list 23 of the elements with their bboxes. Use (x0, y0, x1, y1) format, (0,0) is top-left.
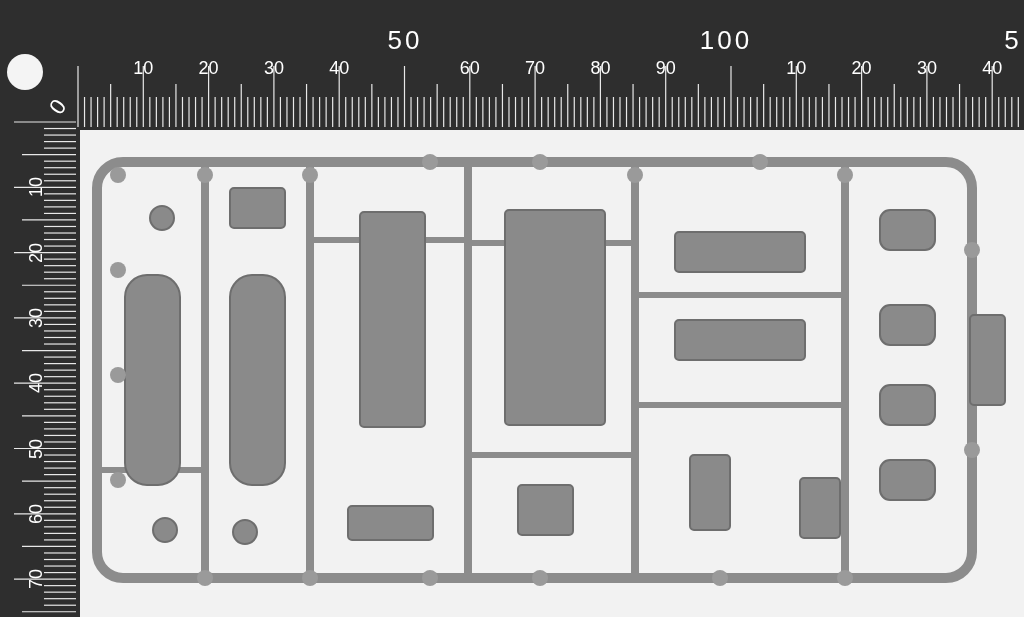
scale-number: 40 (329, 59, 350, 77)
scale-number: 60 (459, 59, 480, 77)
scale-number: 90 (655, 59, 676, 77)
scale-number: 40 (27, 373, 45, 394)
scale-number: 10 (27, 177, 45, 198)
scale-number: 20 (27, 242, 45, 263)
scale-number: 30 (27, 307, 45, 328)
scale-number: 20 (198, 59, 219, 77)
scale-number: 10 (133, 59, 154, 77)
scale-number: 70 (525, 59, 546, 77)
scale-number: 0 (45, 95, 71, 119)
scale-number: 80 (590, 59, 611, 77)
scale-number: 50 (387, 27, 423, 53)
scale-number: 30 (916, 59, 937, 77)
scale-number: 50 (27, 438, 45, 459)
scale-number: 60 (27, 503, 45, 524)
scale-number: 20 (851, 59, 872, 77)
scale-number: 100 (699, 27, 753, 53)
scale-number: 70 (27, 569, 45, 590)
scale-number: 40 (982, 59, 1003, 77)
scale-number: 10 (786, 59, 807, 77)
scale-number: 30 (263, 59, 284, 77)
scale-number: 5 (1004, 27, 1022, 53)
